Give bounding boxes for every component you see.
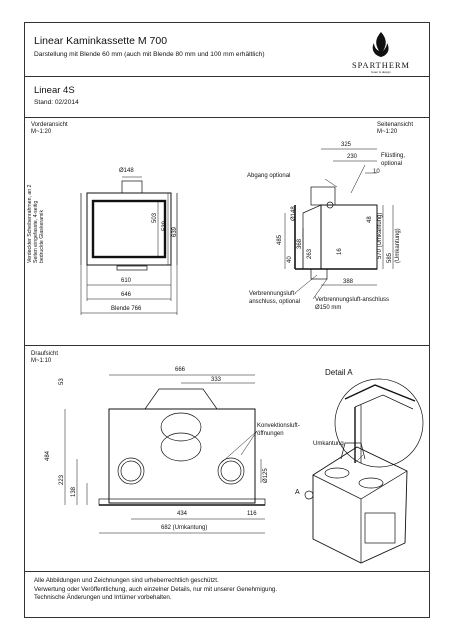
side-view-drawing	[294, 186, 378, 280]
top-view-scale: M~1:10	[31, 358, 52, 364]
footer-line: Verwertung oder Veröffentlichung, auch e…	[34, 585, 278, 593]
footer-notice: Alle Abbildungen und Zeichnungen sind ur…	[34, 577, 277, 603]
detail-label: Detail A	[325, 368, 353, 377]
dim-116: 116	[247, 511, 257, 517]
dim-639: 639	[172, 226, 178, 237]
dim-325: 325	[341, 142, 352, 148]
divider	[25, 571, 429, 572]
divider	[25, 117, 429, 118]
page-subtitle: Darstellung mit Blende 60 mm (auch mit B…	[34, 51, 265, 58]
footer-line: Alle Abbildungen und Zeichnungen sind ur…	[34, 577, 219, 584]
model-name: Linear 4S	[34, 85, 75, 96]
callout-air-150: Verbrennungsluft-anschluss Ø150 mm	[315, 297, 390, 311]
side-view-scale: M~1:20	[377, 129, 398, 135]
front-view-label: Vorderansicht	[31, 122, 68, 128]
dim-10: 10	[373, 169, 380, 175]
dim-539: 539	[162, 220, 168, 231]
callout-convection: Konvektionsluft-öffnungen	[257, 423, 300, 437]
callout-abgang: Abgang optional	[247, 173, 291, 179]
dim-646: 646	[121, 292, 132, 298]
technical-drawing	[64, 148, 424, 564]
dim-138: 138	[71, 486, 77, 497]
top-view-label: Draufsicht	[31, 351, 59, 357]
dim-666: 666	[175, 367, 186, 373]
callout-flue-collar: Flüstling, optional	[381, 153, 406, 167]
dim-503: 503	[152, 212, 158, 223]
dim-16: 16	[337, 248, 343, 255]
brand-tagline: feuer & design	[371, 70, 391, 74]
dim-388: 388	[343, 279, 354, 285]
dim-484: 484	[45, 450, 51, 461]
callout-air-optional: Verbrennungsluft-anschluss, optional	[249, 291, 301, 305]
front-view-scale: M~1:20	[31, 129, 52, 135]
flame-icon	[372, 32, 389, 57]
dim-610: 610	[121, 278, 132, 284]
dim-40: 40	[287, 256, 293, 263]
dim-434: 434	[177, 511, 188, 517]
callout-umkantung: Umkantung	[313, 441, 344, 447]
top-view-drawing	[98, 388, 266, 506]
dim-230: 230	[347, 154, 358, 160]
dim-682: 682 (Umkantung)	[161, 525, 208, 531]
dim-53: 53	[59, 378, 65, 385]
drawing-sheet: Linear Kaminkassette M 700 Darstellung m…	[24, 22, 430, 618]
dim-223: 223	[59, 474, 65, 485]
dim-125: Ø125	[263, 468, 269, 483]
dim-333: 333	[211, 377, 222, 383]
footer-line: Technische Änderungen und Irrtümer vorbe…	[34, 594, 172, 601]
brand-logo: SPARTHERM feuer & design	[343, 29, 419, 74]
divider	[25, 345, 429, 346]
dim-48: 48	[367, 216, 373, 223]
dim-148-side: Ø148	[291, 206, 297, 221]
detail-a-drawing	[334, 378, 424, 468]
detail-marker: A	[295, 489, 300, 496]
dim-263: 263	[307, 248, 313, 259]
brand-name: SPARTHERM	[352, 61, 410, 70]
dim-blende: Blende 766	[111, 306, 142, 312]
front-view-note: Verdeckter Scheibenrahmen, an 2 Seiten e…	[27, 184, 45, 263]
model-date: Stand: 02/2014	[34, 99, 79, 106]
dim-485: 485	[277, 234, 283, 245]
dim-585: 585 (Umkantung)	[387, 228, 401, 263]
page-title: Linear Kaminkassette M 700	[34, 35, 168, 47]
side-view-label: Seitenansicht	[377, 122, 414, 128]
dim-368: 368	[297, 238, 303, 249]
front-view-drawing	[80, 180, 178, 271]
header: Linear Kaminkassette M 700 Darstellung m…	[25, 23, 429, 77]
dim-570: 570 (Umkantung)	[377, 212, 383, 259]
iso-view-drawing	[304, 442, 408, 564]
dim-flue: Ø148	[119, 168, 134, 174]
